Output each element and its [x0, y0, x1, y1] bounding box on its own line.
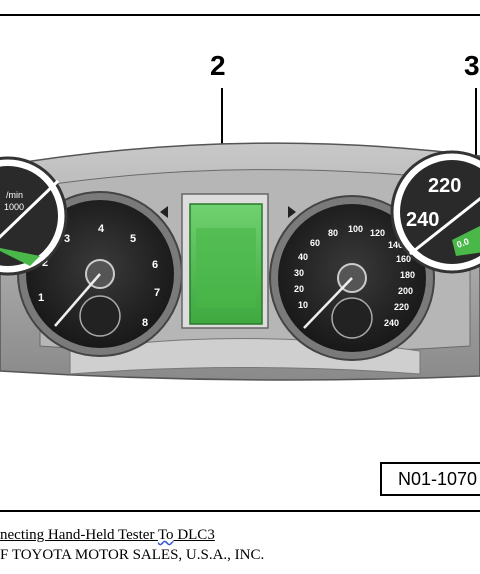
tach-number: 5 — [130, 233, 136, 245]
speed-number: 20 — [294, 284, 304, 294]
tachometer-inset: /min 1000 — [0, 156, 68, 276]
speedometer-gauge — [269, 195, 435, 361]
left-turn-indicator-icon — [160, 206, 168, 218]
caption: necting Hand-Held Tester To DLC3 F TOYOT… — [0, 525, 480, 565]
center-multifunction-display — [160, 193, 296, 329]
inset-odometer: 0.0 — [455, 236, 470, 250]
caption-link-text[interactable]: necting Hand-Held Tester — [0, 527, 158, 543]
tach-number: 2 — [42, 257, 48, 269]
tach-number: 8 — [142, 317, 148, 329]
caption-line-1: necting Hand-Held Tester To DLC3 — [0, 525, 480, 545]
inset-unit-text: 1000 — [4, 202, 24, 212]
speed-number: 100 — [348, 224, 363, 234]
inset-speed-number: 220 — [428, 175, 461, 197]
speed-number: 220 — [394, 302, 409, 312]
speed-number: 200 — [398, 286, 413, 296]
speed-number: 80 — [328, 228, 338, 238]
instrument-cluster-illustration: 1 2 3 4 5 6 7 8 /min 1000 — [0, 88, 480, 381]
inset-speed-number: 240 — [406, 209, 439, 231]
speed-number: 120 — [370, 228, 385, 238]
caption-line-2: F TOYOTA MOTOR SALES, U.S.A., INC. — [0, 547, 265, 563]
speed-number: 240 — [384, 318, 399, 328]
caption-link-text-end[interactable]: DLC3 — [173, 527, 215, 543]
speedometer-inset: 220 240 0.0 — [390, 150, 480, 274]
tachometer-numbers: 1 2 3 4 5 6 7 8 — [38, 223, 160, 329]
speed-number: 180 — [400, 270, 415, 280]
tach-number: 4 — [98, 223, 105, 235]
tach-number: 3 — [64, 233, 70, 245]
caption-to-word: To — [157, 527, 174, 543]
speedometer-numbers: 10 20 30 40 60 80 100 120 140 160 180 20… — [294, 224, 415, 328]
speed-number: 40 — [298, 252, 308, 262]
tach-number: 6 — [152, 259, 158, 271]
speed-number: 160 — [396, 254, 411, 264]
tach-number: 7 — [154, 287, 160, 299]
speed-number: 60 — [310, 238, 320, 248]
speed-number: 140 — [388, 240, 403, 250]
callout-label-3: 3 — [464, 50, 480, 81]
inset-unit-text: /min — [6, 190, 23, 200]
right-turn-indicator-icon — [288, 206, 296, 218]
speed-number: 30 — [294, 268, 304, 278]
tach-number: 1 — [38, 292, 44, 304]
callout-label-2: 2 — [210, 50, 226, 81]
speed-number: 10 — [298, 300, 308, 310]
illustration-frame: 1 2 3 4 5 6 7 8 /min 1000 — [0, 14, 480, 512]
figure-id-box: N01-1070 — [380, 462, 480, 496]
